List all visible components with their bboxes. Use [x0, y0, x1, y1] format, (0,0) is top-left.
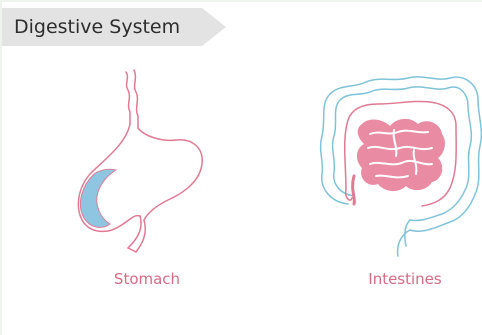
stomach-icon: [64, 64, 224, 254]
intestines-icon: [310, 64, 482, 264]
stomach-label: Stomach: [92, 270, 202, 288]
page-title: Digestive System: [14, 16, 180, 38]
intestines-label: Intestines: [350, 270, 460, 288]
title-tag: Digestive System: [2, 8, 228, 46]
